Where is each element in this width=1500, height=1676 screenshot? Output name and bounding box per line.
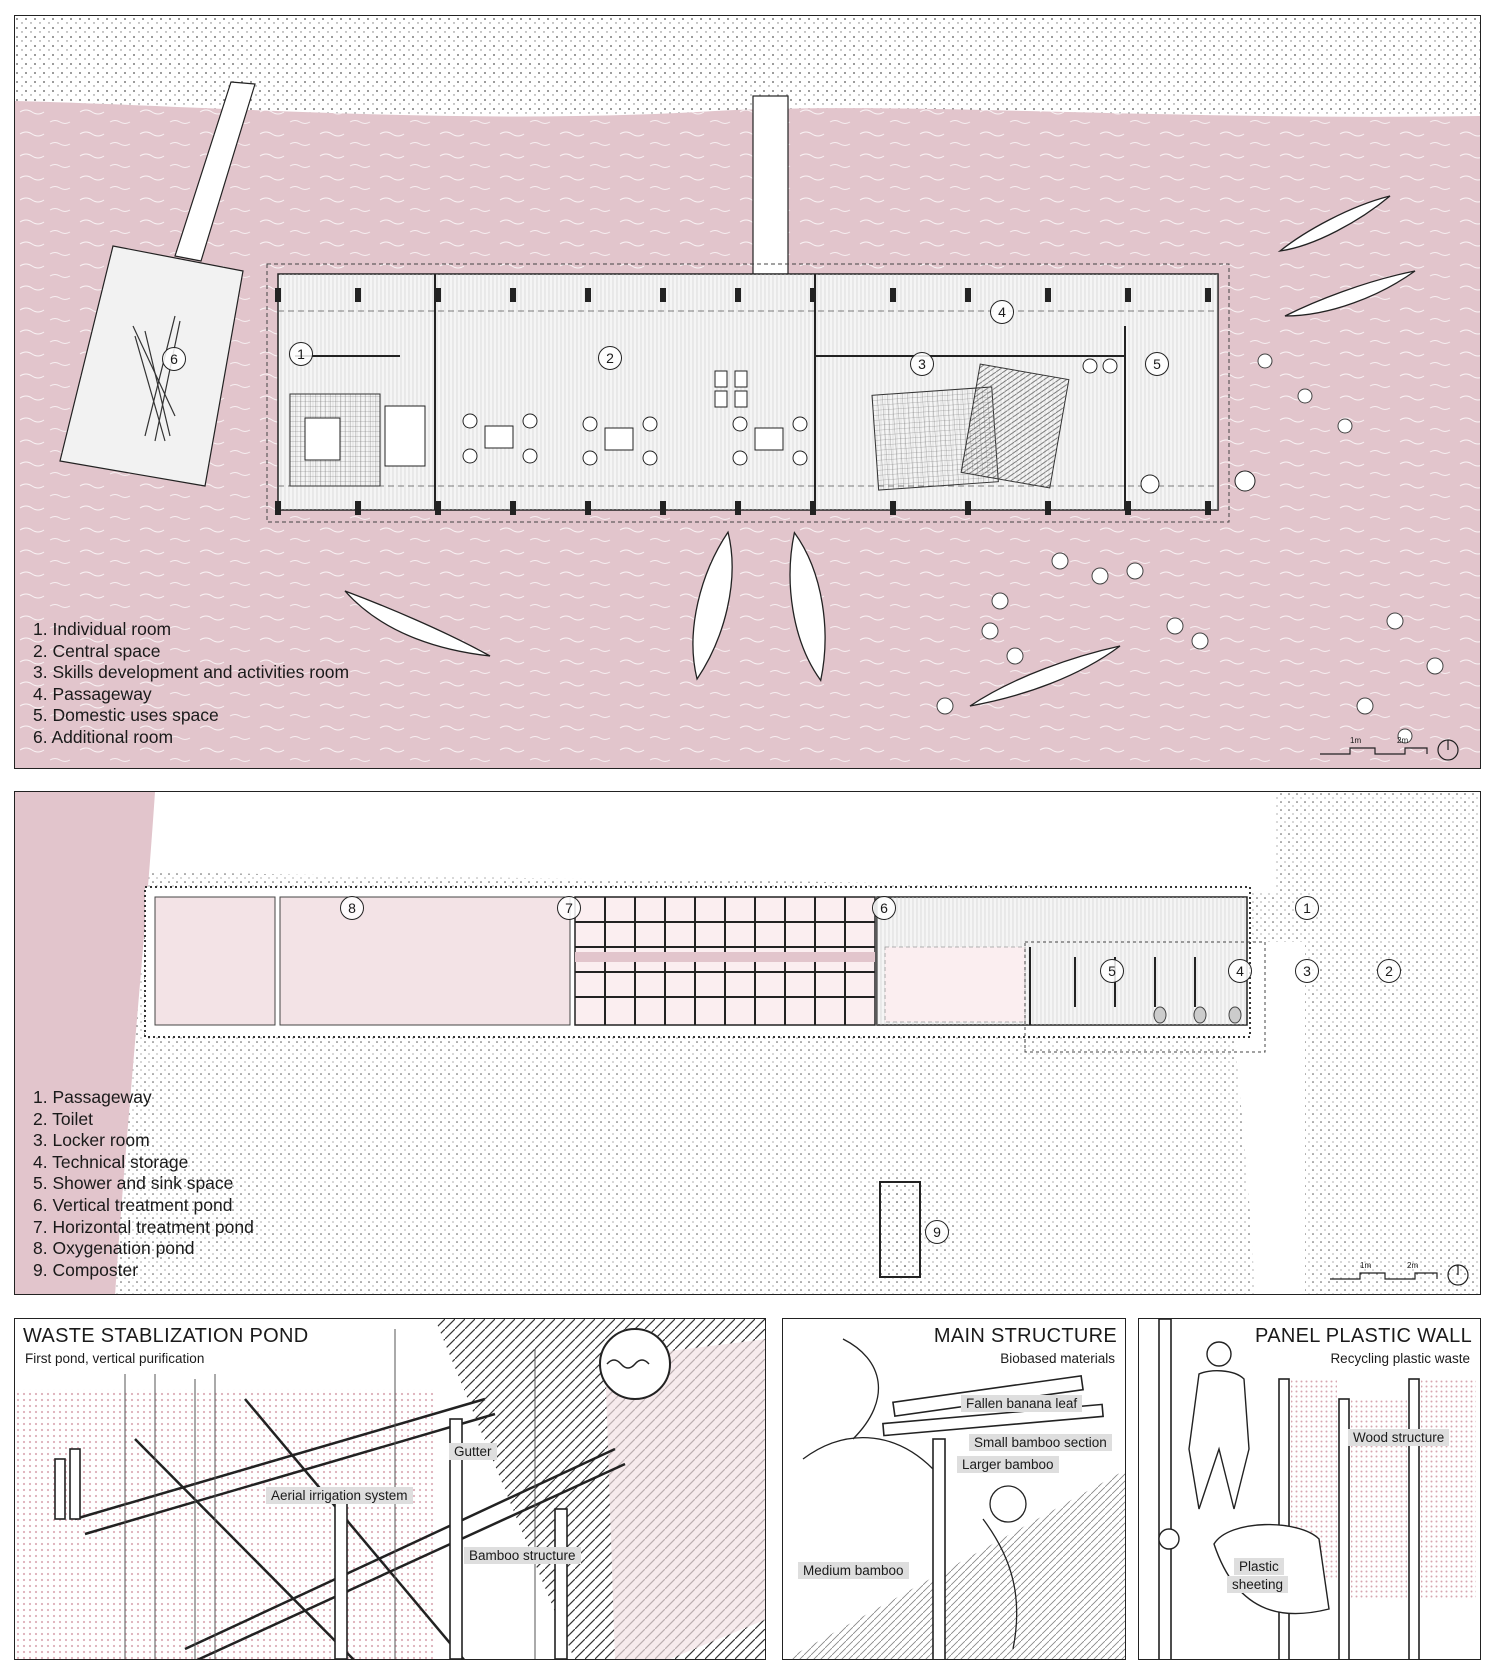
legend-item: 3. Locker room [33,1130,150,1151]
tag-small-bamboo: Small bamboo section [969,1434,1112,1451]
detail-subtitle: Recycling plastic waste [1330,1351,1470,1366]
floor-plan-lower: 1. Passageway 2. Toilet 3. Locker room 4… [14,791,1481,1295]
legend-item: 9. Composter [33,1259,139,1280]
detail-title-box [1270,1319,1480,1374]
floor-plan-lower-drawing [15,792,1480,1294]
scale-label-2m: 2m [1407,1261,1419,1270]
water-strip [15,792,155,1294]
marker-2: 2 [598,346,622,370]
legend-item: 4. Technical storage [33,1151,189,1172]
oxygenation-basin [154,896,276,1026]
legend-lower: 1. Passageway 2. Toilet 3. Locker room 4… [33,1087,254,1281]
tag-gutter: Gutter [449,1443,497,1460]
tag-bamboo-structure: Bamboo structure [464,1547,581,1564]
composter [879,1181,921,1278]
floor-plan-upper: 1. Individual room 2. Central space 3. S… [14,15,1481,769]
detail-subtitle: Biobased materials [1000,1351,1115,1366]
legend-item: 1. Passageway [33,1087,152,1107]
marker-4: 4 [990,300,1014,324]
tag-plastic: Plastic [1234,1558,1284,1575]
legend-item: 8. Oxygenation pond [33,1238,195,1259]
legend-item: 3. Skills development and activities roo… [33,662,350,683]
boats [344,195,1416,707]
detail-title-box [15,1319,311,1374]
marker-6: 6 [872,896,896,920]
scale-label-1m: 1m [1360,1261,1372,1270]
marker-8: 8 [340,896,364,920]
marker-3: 3 [1295,959,1319,983]
legend-item: 4. Passageway [33,683,152,704]
detail-subtitle: First pond, vertical purification [25,1351,205,1366]
marker-6: 6 [162,347,186,371]
detail-title: WASTE STABLIZATION POND [23,1325,309,1347]
legend-item: 6. Vertical treatment pond [33,1194,233,1215]
tag-sheeting: sheeting [1227,1576,1289,1593]
legend-item: 2. Central space [33,640,161,661]
floating-plants [936,353,1444,744]
marker-1: 1 [289,342,313,366]
oxygenation-pond [279,896,571,1026]
detail-title: PANEL PLASTIC WALL [1255,1325,1472,1347]
scale-label-1m: 1m [1350,736,1362,745]
legend-item: 5. Shower and sink space [33,1173,234,1194]
legend-item: 7. Horizontal treatment pond [33,1216,254,1237]
legend-item: 6. Additional room [33,726,174,747]
tag-fallen-banana-leaf: Fallen banana leaf [961,1395,1083,1412]
detail-main-structure: MAIN STRUCTURE Biobased materials Fallen… [782,1318,1126,1660]
marker-4: 4 [1228,959,1252,983]
scale-bar [1320,739,1459,761]
marker-2: 2 [1377,959,1401,983]
legend-item: 1. Individual room [33,619,172,639]
marker-1: 1 [1295,896,1319,920]
scale-label-2m: 2m [1397,736,1409,745]
marker-9: 9 [925,1220,949,1244]
tag-medium-bamboo: Medium bamboo [798,1562,909,1579]
tag-wood-structure: Wood structure [1348,1429,1450,1446]
detail-drawing-pond [15,1319,765,1659]
marker-3: 3 [910,352,934,376]
legend-item: 2. Toilet [33,1108,93,1129]
legend-item: 5. Domestic uses space [33,705,219,726]
detail-title-box [935,1319,1125,1374]
marker-5: 5 [1100,959,1124,983]
detail-panel-plastic-wall: PANEL PLASTIC WALL Recycling plastic was… [1138,1318,1481,1660]
detail-title: MAIN STRUCTURE [933,1325,1117,1347]
scale-bar [1330,1264,1469,1286]
tag-larger-bamboo: Larger bamboo [957,1456,1059,1473]
tag-aerial-irrigation: Aerial irrigation system [266,1487,413,1504]
marker-7: 7 [557,896,581,920]
floor-plan-upper-drawing [15,16,1480,768]
marker-5: 5 [1145,352,1169,376]
legend-upper: 1. Individual room 2. Central space 3. S… [33,619,349,749]
jetty [752,95,789,283]
riverbank-land [15,16,1480,116]
detail-waste-stabilization-pond: WASTE STABLIZATION POND First pond, vert… [14,1318,766,1660]
